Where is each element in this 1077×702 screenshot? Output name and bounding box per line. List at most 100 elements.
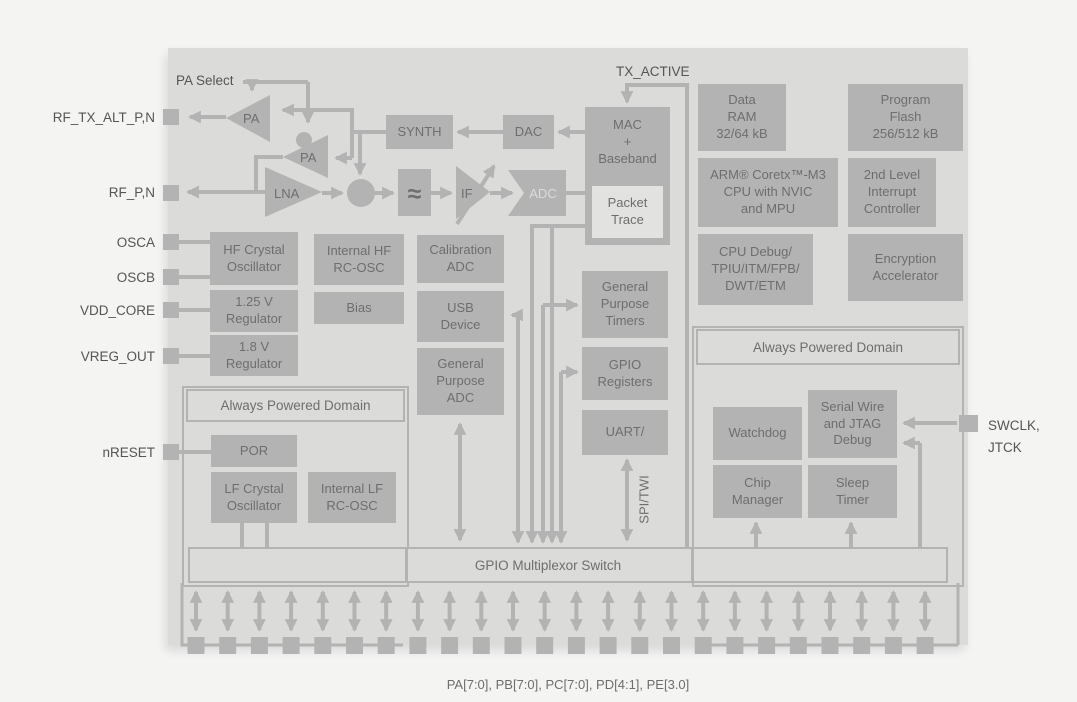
- pa2-node-dot: [296, 132, 312, 148]
- gpio-mux-bar: [188, 547, 948, 583]
- regulator-18-block: 1.8 V Regulator: [210, 335, 298, 376]
- io-pad: [219, 637, 237, 654]
- regulator-125-block: 1.25 V Regulator: [210, 290, 298, 332]
- pin-label-nreset: nRESET: [102, 445, 155, 460]
- mux-divider-left: [405, 549, 408, 581]
- packet-trace-block: Packet Trace: [590, 184, 665, 240]
- pin-label-swclk-jtck: SWCLK, JTCK: [988, 418, 1040, 455]
- io-pad: [663, 637, 680, 654]
- io-pad: [599, 637, 617, 654]
- pin-osca: [163, 234, 179, 250]
- apd-left-header: Always Powered Domain: [186, 389, 405, 422]
- signal-wires: [179, 79, 957, 547]
- pin-rf-tx-alt: [163, 109, 179, 125]
- data-ram-block: Data RAM 32/64 kB: [698, 84, 786, 151]
- pin-nreset: [163, 444, 179, 460]
- adc-label: ADC: [529, 186, 556, 201]
- io-pad: [536, 637, 554, 654]
- gpio-mux-label: GPIO Multiplexor Switch: [474, 557, 622, 573]
- gp-timers-block: General Purpose Timers: [582, 271, 668, 338]
- pa1-label: PA: [243, 111, 260, 126]
- pin-vdd-core: [163, 302, 179, 318]
- usb-device-block: USB Device: [417, 291, 504, 342]
- gpio-port-caption: PA[7:0], PB[7:0], PC[7:0], PD[4:1], PE[3…: [446, 677, 690, 692]
- lna-amp-triangle: [265, 167, 322, 217]
- osc-stubs: [179, 240, 210, 279]
- pin-label-rf-pn: RF_P,N: [108, 185, 155, 200]
- channel-filter-box: [398, 169, 431, 216]
- io-pad: [282, 637, 300, 654]
- power-reset-stubs: [179, 308, 211, 454]
- synth-block: SYNTH: [386, 115, 453, 149]
- gpio-pad-group: [187, 590, 934, 654]
- watchdog-block: Watchdog: [713, 407, 802, 460]
- pin-label-oscb: OSCB: [116, 270, 155, 285]
- domain-boundaries: [180, 583, 960, 647]
- if-label: IF: [461, 186, 473, 201]
- filter-approx-icon: ≈: [408, 180, 422, 208]
- synth-to-pa1-wire: [283, 110, 386, 158]
- dac-block: DAC: [503, 115, 554, 149]
- gp-adc-block: General Purpose ADC: [417, 348, 504, 415]
- internal-hf-rcosc-block: Internal HF RC-OSC: [314, 234, 404, 285]
- pa2-output-wire: [254, 155, 283, 190]
- io-pad: [853, 637, 871, 654]
- io-pad: [377, 637, 395, 654]
- lna-label: LNA: [274, 186, 300, 201]
- io-pad: [441, 637, 459, 654]
- lf-crystal-osc-block: LF Crystal Oscillator: [211, 472, 297, 523]
- apd-right-container: [692, 326, 964, 587]
- arm-cpu-block: ARM® Coretx™-M3 CPU with NVIC and MPU: [698, 158, 838, 227]
- pa-select-label: PA Select: [176, 73, 234, 88]
- por-block: POR: [211, 435, 297, 467]
- io-pad: [821, 637, 839, 654]
- pin-label-vdd-core: VDD_CORE: [79, 303, 155, 318]
- io-pad: [504, 637, 522, 654]
- io-pad: [694, 637, 712, 654]
- pa1-amp-triangle: [226, 95, 270, 142]
- io-pad: [884, 637, 902, 654]
- chip-manager-block: Chip Manager: [713, 465, 802, 518]
- calibration-adc-block: Calibration ADC: [417, 235, 504, 283]
- bias-block: Bias: [314, 292, 404, 324]
- io-pad: [726, 637, 744, 654]
- pin-oscb: [163, 269, 179, 285]
- io-pad: [314, 637, 332, 654]
- gpio-registers-block: GPIO Registers: [582, 347, 668, 400]
- io-pad: [567, 637, 585, 654]
- tx-active-label: TX_ACTIVE: [616, 64, 690, 79]
- pin-label-rf-tx-alt: RF_TX_ALT_P,N: [52, 110, 155, 125]
- io-pad: [346, 637, 363, 654]
- apd-right-header: Always Powered Domain: [696, 329, 960, 365]
- pa2-label: PA: [300, 150, 317, 165]
- internal-lf-rcosc-block: Internal LF RC-OSC: [308, 472, 396, 523]
- mux-divider-right: [691, 549, 694, 581]
- encryption-accelerator-block: Encryption Accelerator: [848, 234, 963, 301]
- cpu-debug-block: CPU Debug/ TPIU/ITM/FPB/ DWT/ETM: [698, 234, 813, 305]
- sw-jtag-debug-block: Serial Wire and JTAG Debug: [808, 390, 897, 458]
- hf-crystal-osc-block: HF Crystal Oscillator: [210, 232, 298, 285]
- analog-shapes: [226, 95, 566, 219]
- io-pad: [789, 637, 807, 654]
- sleep-timer-block: Sleep Timer: [808, 465, 897, 518]
- mixer-circle: [347, 179, 375, 207]
- io-pad: [187, 637, 205, 654]
- io-pad: [409, 637, 427, 654]
- pin-vreg-out: [163, 348, 179, 364]
- pa2-amp-triangle: [283, 135, 328, 178]
- if-amp-triangle: [456, 166, 490, 219]
- io-pad: [916, 637, 934, 654]
- io-pad: [472, 637, 490, 654]
- adc-shape: [508, 170, 566, 216]
- interrupt-controller-block: 2nd Level Interrupt Controller: [848, 158, 936, 227]
- pin-label-vreg-out: VREG_OUT: [80, 349, 155, 364]
- io-pad: [631, 637, 649, 654]
- lf-xtal-stubs: [240, 523, 269, 547]
- mac-baseband-block: MAC + Baseband Packet Trace: [585, 107, 670, 245]
- program-flash-block: Program Flash 256/512 kB: [848, 84, 963, 151]
- pin-label-osca: OSCA: [116, 235, 155, 250]
- io-pad: [250, 637, 268, 654]
- spi-twi-label: SPI/TWI: [636, 475, 652, 524]
